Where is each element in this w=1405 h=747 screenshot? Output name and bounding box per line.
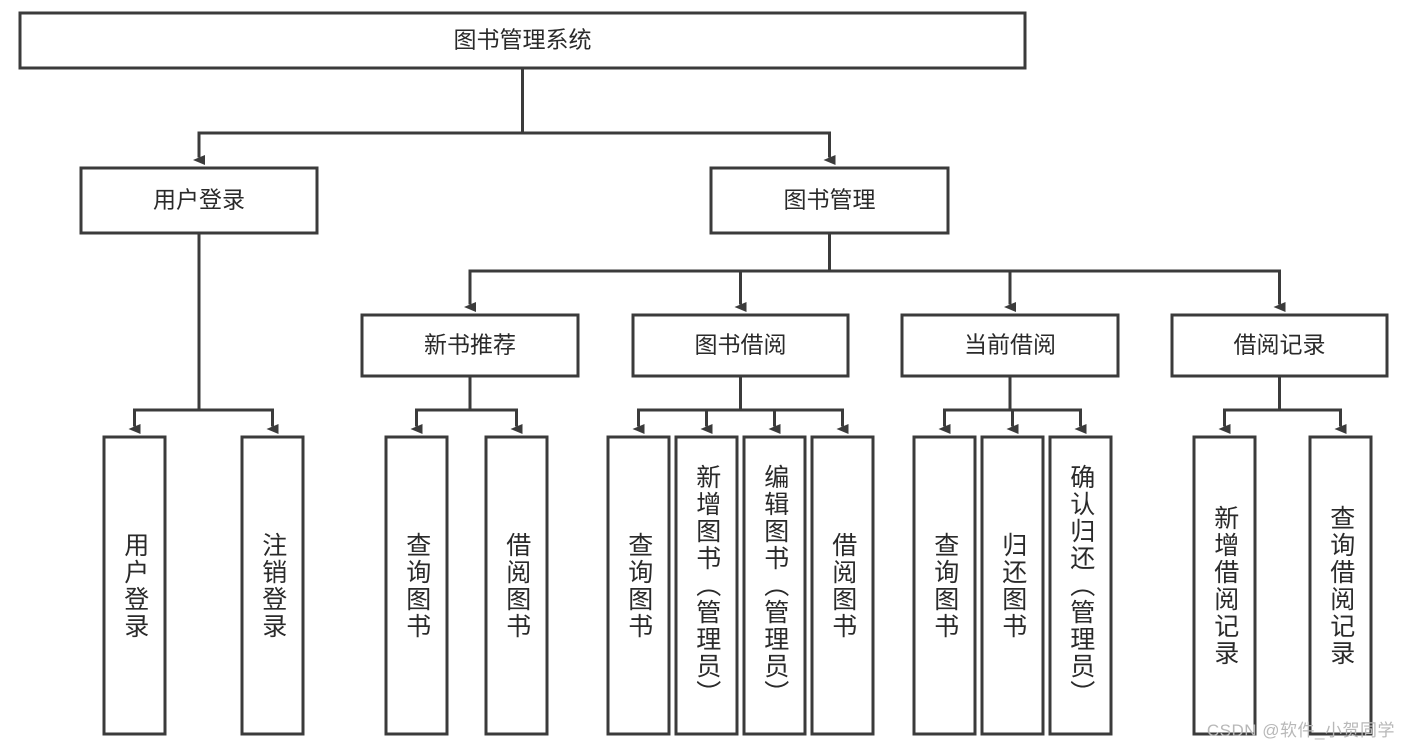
node-user-login[interactable]: 用户登录 <box>79 166 319 235</box>
leaf-node-leaf-logout[interactable] <box>240 435 305 736</box>
node-label: 借阅记录 <box>1234 332 1326 358</box>
leaf-node-leaf-add-book[interactable] <box>674 435 739 736</box>
leaf-node-leaf-borrow-book-1[interactable] <box>484 435 549 736</box>
node-new-book-recommend[interactable]: 新书推荐 <box>360 313 580 378</box>
node-borrow-record[interactable]: 借阅记录 <box>1170 313 1389 378</box>
node-label: 图书借阅 <box>695 332 787 358</box>
leaf-node-leaf-edit-book[interactable] <box>742 435 807 736</box>
leaf-node-leaf-confirm-return[interactable] <box>1048 435 1113 736</box>
leaf-node-leaf-query-record[interactable] <box>1308 435 1373 736</box>
leaf-node-leaf-return-book[interactable] <box>980 435 1045 736</box>
node-root[interactable]: 图书管理系统 <box>18 11 1027 70</box>
leaf-node-leaf-add-record[interactable] <box>1192 435 1257 736</box>
connector-lines <box>128 66 1347 434</box>
node-label: 图书管理系统 <box>454 27 592 53</box>
leaf-node-leaf-query-book-1[interactable] <box>384 435 449 736</box>
node-book-borrow[interactable]: 图书借阅 <box>631 313 850 378</box>
leaf-node-leaf-borrow-book-2[interactable] <box>810 435 875 736</box>
node-label: 用户登录 <box>153 187 245 213</box>
node-current-borrow[interactable]: 当前借阅 <box>900 313 1120 378</box>
watermark-text: CSDN @软件_小贺同学 <box>1206 721 1395 740</box>
leaf-node-leaf-query-book-2[interactable] <box>606 435 671 736</box>
node-label: 当前借阅 <box>964 332 1056 358</box>
leaf-node-leaf-query-book-3[interactable] <box>912 435 977 736</box>
leaf-node-leaf-user-login[interactable] <box>102 435 167 736</box>
node-label: 新书推荐 <box>424 332 516 358</box>
node-book-manage[interactable]: 图书管理 <box>709 166 950 235</box>
node-label: 图书管理 <box>784 187 876 213</box>
